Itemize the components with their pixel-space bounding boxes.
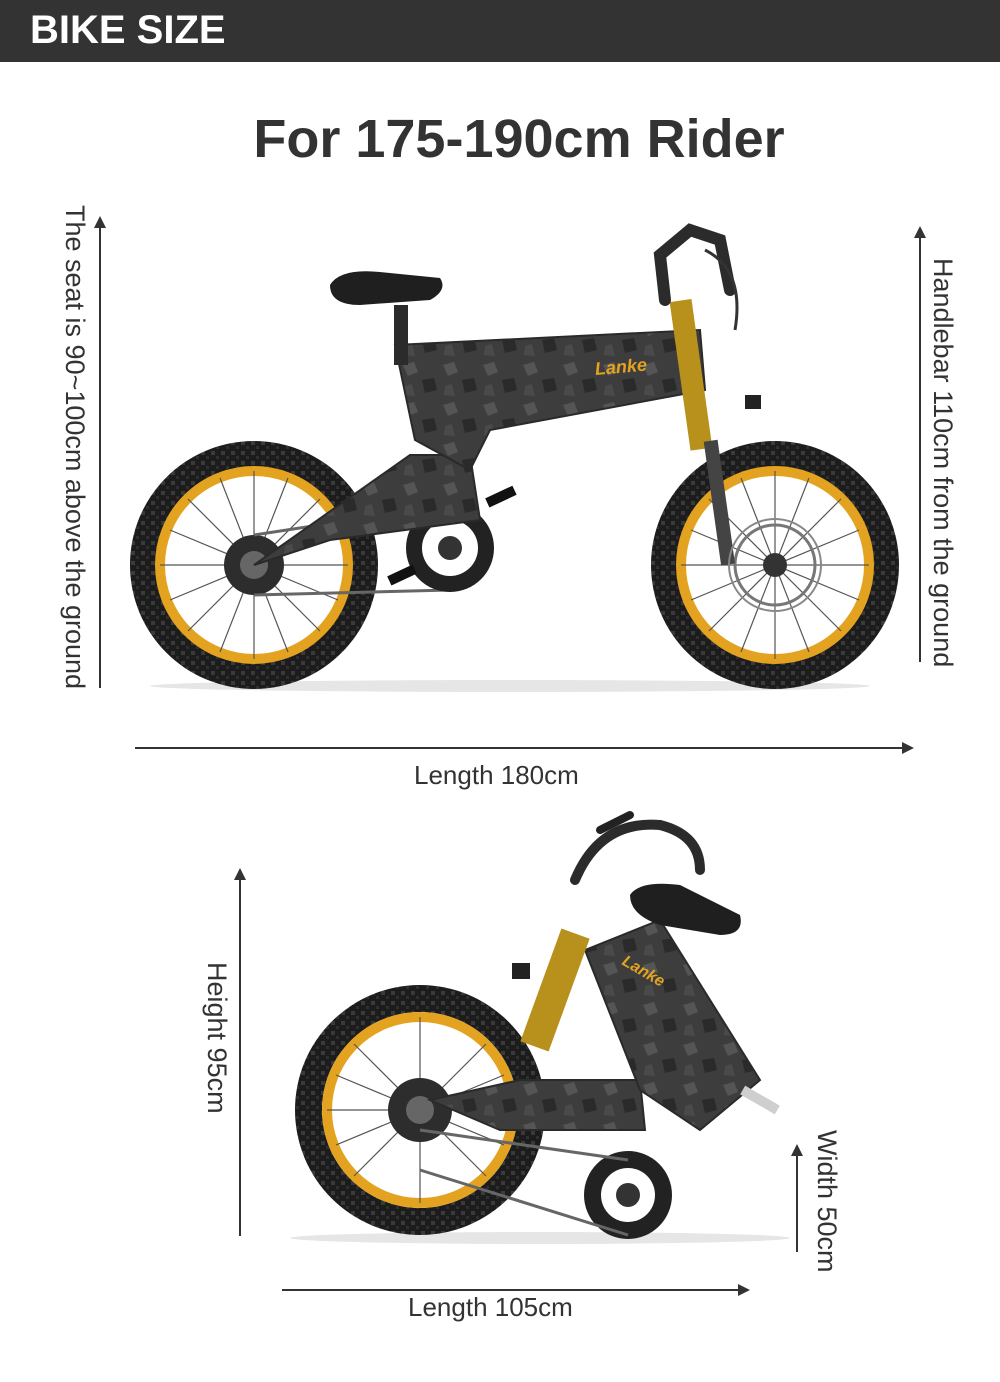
unfolded-brand-logo: Lanke — [594, 355, 648, 379]
folded-rear-wheel — [295, 985, 545, 1235]
unfolded-length-label: Length 180cm — [414, 760, 579, 790]
unfolded-bike-illustration: Lanke — [130, 223, 899, 692]
header-title: BIKE SIZE — [30, 8, 226, 52]
folded-bike-illustration: Lanke — [290, 811, 790, 1244]
front-wheel — [651, 441, 899, 689]
folded-length-label: Length 105cm — [408, 1292, 573, 1322]
page-title: For 175-190cm Rider — [253, 109, 785, 169]
header-bar — [0, 0, 1000, 62]
